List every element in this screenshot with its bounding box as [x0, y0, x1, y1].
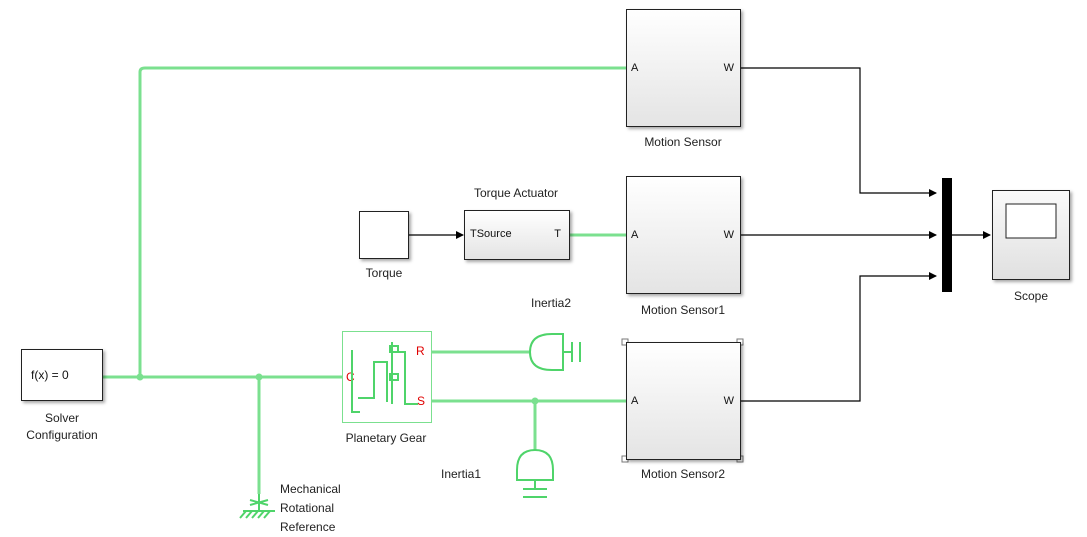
port-a-label: A — [631, 395, 639, 407]
port-r-label: R — [416, 344, 425, 358]
motion-sensor-block[interactable]: A W — [626, 9, 741, 127]
port-w-label: W — [723, 229, 734, 241]
mux-bar-icon — [942, 178, 952, 292]
signal-sensor2-to-mux — [741, 272, 937, 402]
ground-reference-icon — [239, 494, 275, 519]
port-t-label: T — [554, 228, 561, 240]
port-w-label: W — [723, 395, 734, 407]
mux-block[interactable] — [940, 176, 954, 294]
solver-label-line1: Solver — [44, 411, 80, 425]
torque-actuator-block[interactable]: TSource T — [464, 210, 570, 260]
planetary-gear-block[interactable] — [342, 331, 432, 423]
port-a-label: A — [631, 62, 639, 74]
motion-sensor1-label: Motion Sensor1 — [640, 303, 726, 317]
signal-connections — [409, 67, 991, 402]
solver-label-line2: Configuration — [26, 428, 98, 442]
motion-sensor1-block[interactable]: A W — [626, 176, 741, 294]
port-tsource-label: TSource — [470, 228, 512, 240]
port-s-label: S — [417, 394, 426, 408]
torque-actuator-label: Torque Actuator — [473, 186, 559, 200]
port-c-label: C — [346, 370, 355, 384]
wire-junctions — [136, 373, 539, 405]
planetary-gear-label: Planetary Gear — [345, 431, 427, 445]
inertia1-block[interactable] — [515, 448, 555, 500]
motion-sensor2-block[interactable]: A W — [626, 342, 741, 460]
reference-label-line1: Mechanical — [280, 482, 341, 496]
inertia2-block[interactable] — [528, 332, 582, 372]
wire-to-motion-sensor — [138, 66, 626, 377]
solver-expression: f(x) = 0 — [31, 368, 69, 382]
torque-block[interactable] — [359, 211, 409, 259]
inertia2-label: Inertia2 — [531, 296, 572, 310]
inertia1-label: Inertia1 — [441, 467, 482, 481]
port-w-label: W — [723, 62, 734, 74]
reference-block[interactable] — [240, 492, 278, 520]
motion-sensor2-label: Motion Sensor2 — [640, 467, 726, 481]
torque-label: Torque — [365, 266, 403, 280]
motion-sensor-label: Motion Sensor — [644, 135, 722, 149]
reference-label-line3: Reference — [280, 520, 336, 534]
port-a-label: A — [631, 229, 639, 241]
physical-connections — [103, 66, 626, 494]
reference-label-line2: Rotational — [280, 501, 335, 515]
inertia-icon — [516, 448, 554, 498]
scope-block[interactable] — [992, 190, 1070, 280]
scope-label: Scope — [1013, 289, 1049, 303]
signal-sensor-to-mux — [741, 67, 937, 197]
inertia-icon — [528, 333, 581, 371]
solver-configuration-block[interactable]: f(x) = 0 — [21, 349, 103, 401]
